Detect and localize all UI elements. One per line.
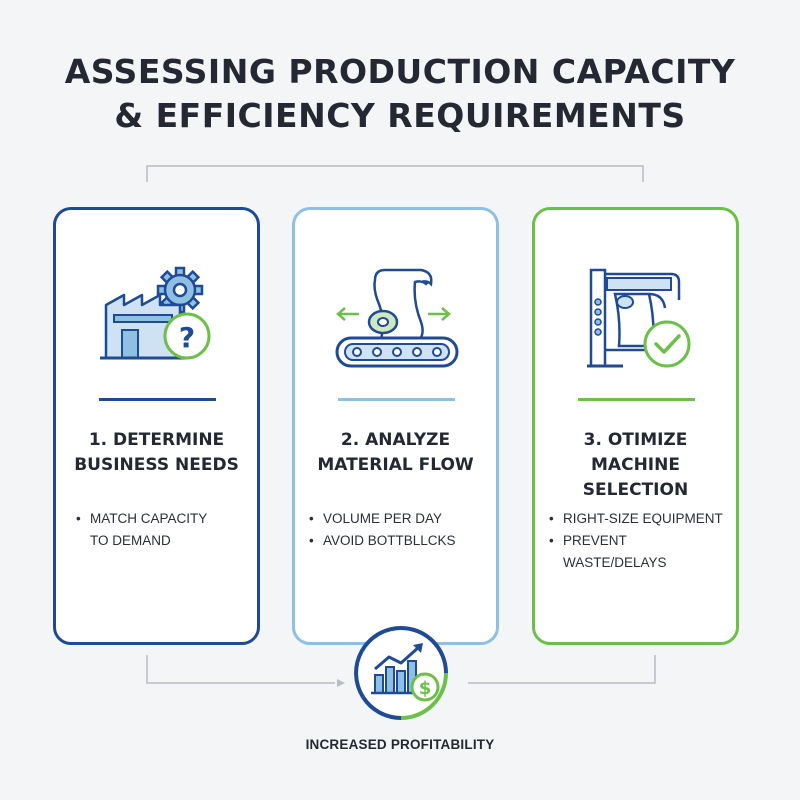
- step-heading: 3. OTIMIZE MACHINE SELECTION: [543, 428, 728, 503]
- bullet-item: PREVENT WASTE/DELAYS: [549, 530, 728, 574]
- outcome-label: INCREASED PROFITABILITY: [305, 737, 495, 752]
- card-divider: [338, 398, 455, 401]
- machine-check-icon: [587, 268, 691, 368]
- step-heading: 2. ANALYZE MATERIAL FLOW: [303, 428, 488, 478]
- title-line-1: ASSESSING PRODUCTION CAPACITY: [64, 52, 736, 91]
- step-heading-line-1: 2. ANALYZE: [340, 430, 451, 450]
- left-connector: [146, 655, 335, 684]
- right-connector: [468, 655, 656, 684]
- step-heading-line-2: BUSINESS NEEDS: [74, 455, 239, 475]
- bullet-item: VOLUME PER DAY: [309, 508, 488, 530]
- step-heading: 1. DETERMINE BUSINESS NEEDS: [64, 428, 249, 478]
- bullet-item: AVOID BOTTBLLCKS: [309, 530, 488, 552]
- step-card-determine-business-needs: ? 1. DETERMINE BUSINESS NEEDS MATCH CAPA…: [53, 207, 260, 645]
- step-heading-line-2: SELECTION: [582, 480, 689, 500]
- top-bracket: [146, 165, 644, 182]
- bullet-item: RIGHT-SIZE EQUIPMENT: [549, 508, 728, 530]
- card-divider: [99, 398, 216, 401]
- step-bullets: RIGHT-SIZE EQUIPMENT PREVENT WASTE/DELAY…: [549, 508, 728, 574]
- bullet-item: MATCH CAPACITY: [76, 508, 249, 530]
- step-card-optimize-machine-selection: 3. OTIMIZE MACHINE SELECTION RIGHT-SIZE …: [532, 207, 739, 645]
- svg-text:$: $: [419, 678, 432, 699]
- card-divider: [578, 398, 695, 401]
- step-heading-line-2: MATERIAL FLOW: [317, 455, 474, 475]
- step-card-analyze-material-flow: 2. ANALYZE MATERIAL FLOW VOLUME PER DAY …: [292, 207, 499, 645]
- step-bullets: MATCH CAPACITY TO DEMAND: [76, 508, 249, 552]
- step-bullets: VOLUME PER DAY AVOID BOTTBLLCKS: [309, 508, 488, 552]
- page-title: ASSESSING PRODUCTION CAPACITY & EFFICIEN…: [0, 50, 800, 138]
- step-heading-line-1: 3. OTIMIZE MACHINE: [583, 430, 688, 475]
- bullet-item-continuation: TO DEMAND: [90, 533, 171, 548]
- left-connector-arrow: [337, 679, 345, 687]
- svg-text:?: ?: [179, 321, 195, 354]
- factory-gear-question-icon: ?: [100, 266, 211, 360]
- title-line-2: & EFFICIENCY REQUIREMENTS: [114, 96, 686, 135]
- conveyor-roll-icon: [335, 268, 459, 368]
- growth-chart-dollar-icon: $: [354, 626, 448, 720]
- step-heading-line-1: 1. DETERMINE: [88, 430, 225, 450]
